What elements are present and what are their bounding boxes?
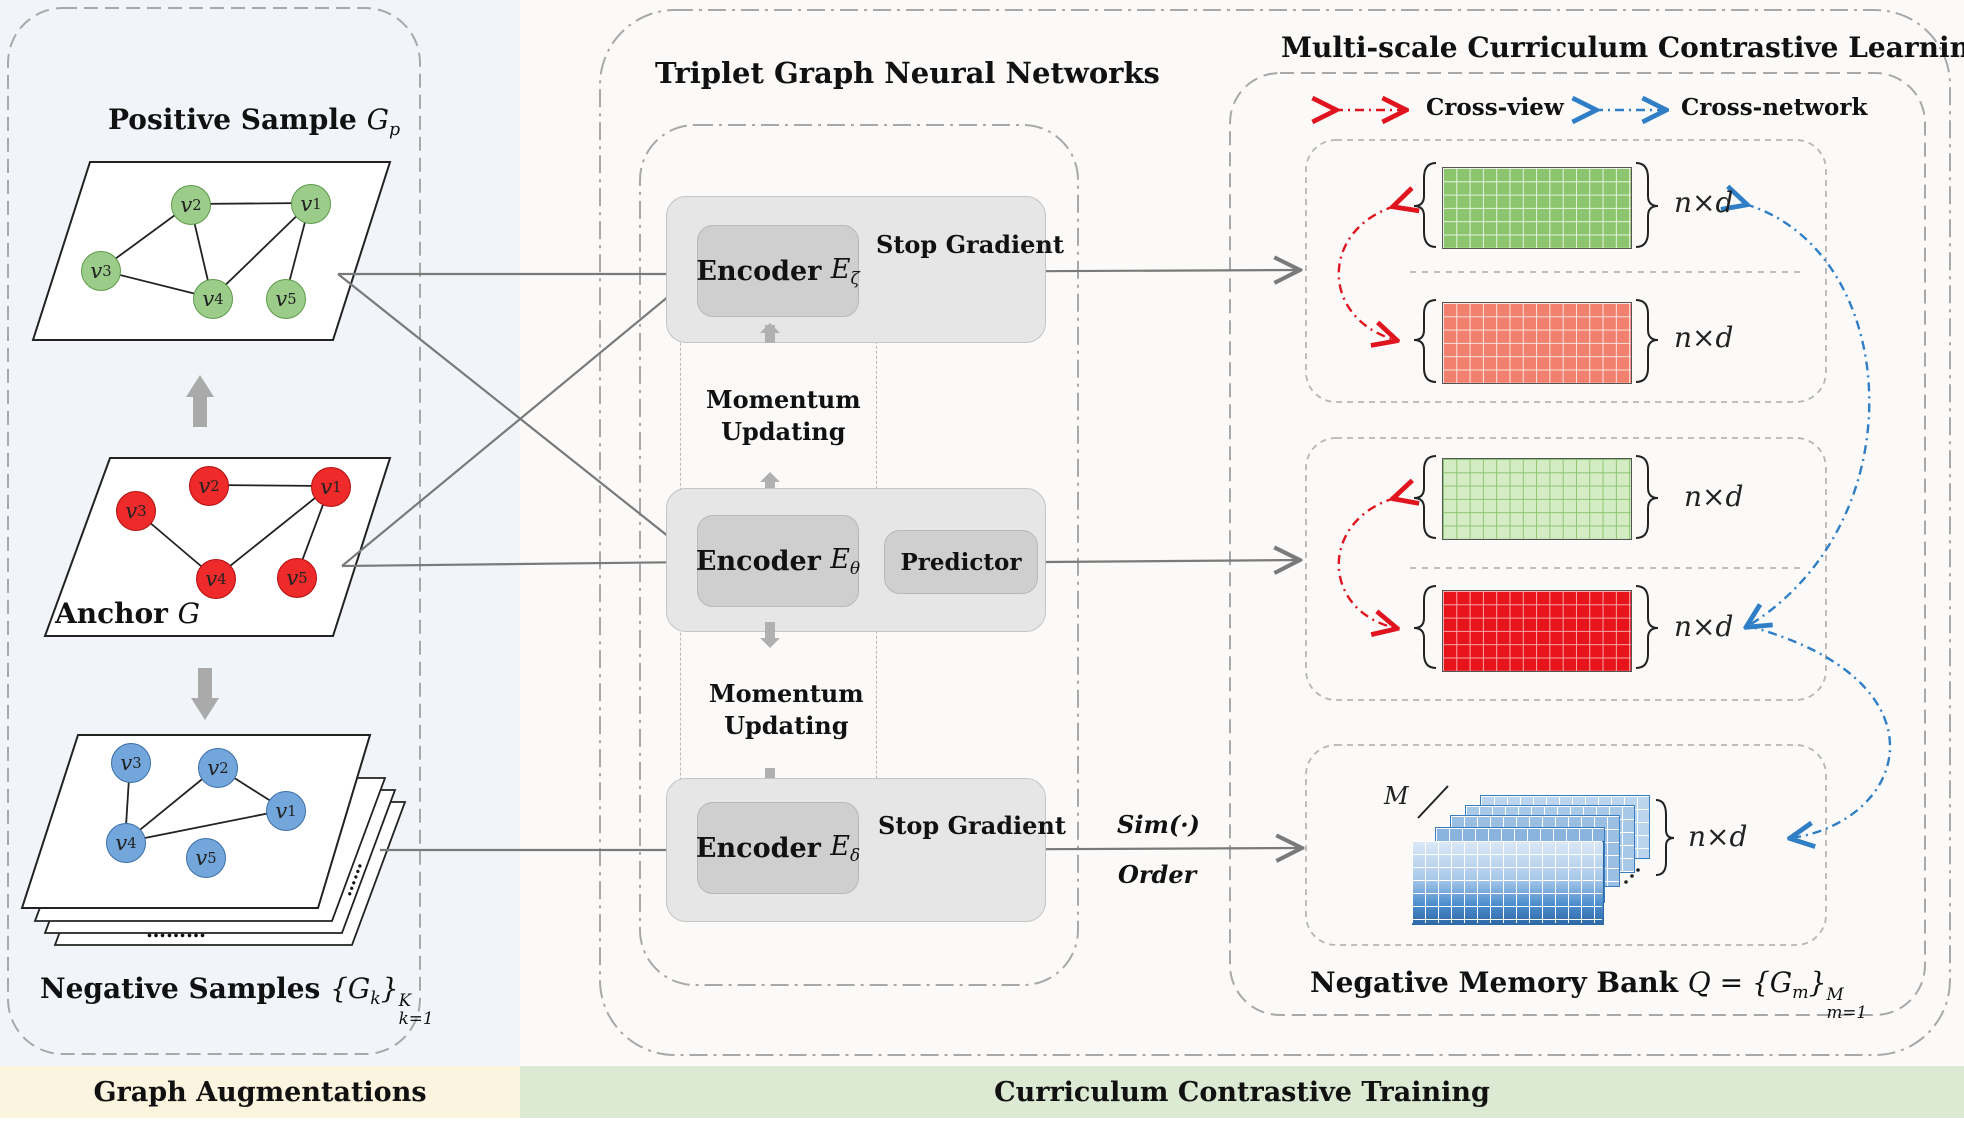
sim-label: Sim(·) [1117, 810, 1200, 839]
momentum-arrow-down-1 [765, 622, 775, 638]
down-block-arrow [191, 668, 219, 720]
dim-label-light-green: n×d [1684, 480, 1744, 513]
encoder-delta: Encoder Eδ [696, 802, 860, 894]
dim-label-anchor-view: n×d [1674, 321, 1734, 354]
triplet-frame [639, 124, 1079, 986]
curriculum-training-label: Curriculum Contrastive Training [994, 1076, 1490, 1108]
up-block-arrow [186, 375, 214, 427]
stop-gradient-bottom: Stop Gradient [878, 811, 1066, 840]
matrix-light-green [1442, 458, 1632, 540]
anchor-label: Anchor G [55, 597, 201, 630]
matrix-positive [1442, 167, 1632, 249]
encoder-theta: Encoder Eθ [696, 515, 860, 607]
matrix-group-mid-frame [1305, 437, 1827, 701]
momentum-arrow-down-1-head [760, 638, 780, 648]
memory-bank-stack [1410, 795, 1650, 930]
stop-gradient-top: Stop Gradient [876, 230, 1064, 259]
positive-symbol: G [366, 103, 389, 136]
curriculum-training-bar: Curriculum Contrastive Training [520, 1066, 1964, 1118]
positive-subscript: p [388, 120, 401, 141]
encoder-zeta: Encoder Eζ [696, 225, 860, 317]
dim-label-anchor: n×d [1674, 610, 1734, 643]
positive-sample-label: Positive Sample Gp [108, 103, 401, 141]
matrix-group-top-frame [1305, 139, 1827, 403]
graph-augmentations-label: Graph Augmentations [93, 1076, 427, 1108]
momentum-arrow-up-1-head [760, 323, 780, 333]
augmentation-frame [7, 7, 421, 1055]
legend-cross-view: Cross-view [1426, 94, 1564, 121]
matrix-anchor-view [1442, 302, 1632, 384]
graph-augmentations-bar: Graph Augmentations [0, 1066, 520, 1118]
momentum-updating-top: Momentum Updating [706, 385, 861, 446]
dim-label-memory: n×d [1688, 820, 1748, 853]
multiscale-title: Multi-scale Curriculum Contrastive Learn… [1281, 31, 1964, 64]
momentum-arrow-down-2 [765, 768, 775, 786]
legend-cross-network: Cross-network [1681, 94, 1868, 121]
momentum-arrow-up-2-head [760, 472, 780, 482]
training-frame [599, 9, 1951, 1056]
memory-M-label: M [1384, 782, 1409, 810]
anchor-symbol: G [177, 597, 201, 630]
momentum-arrow-up-1 [765, 325, 775, 343]
multiscale-frame [1229, 72, 1926, 1016]
predictor-box: Predictor [884, 530, 1038, 594]
negative-ellipsis-bottom: ……… [146, 918, 206, 942]
negative-graph-plane [20, 734, 372, 909]
matrix-anchor [1442, 590, 1632, 672]
order-label: Order [1118, 860, 1197, 889]
momentum-updating-bottom: Momentum Updating [709, 679, 864, 740]
dim-label-positive: n×d [1674, 186, 1734, 219]
memory-bank-frame [1305, 744, 1827, 946]
triplet-title: Triplet Graph Neural Networks [655, 56, 1160, 90]
